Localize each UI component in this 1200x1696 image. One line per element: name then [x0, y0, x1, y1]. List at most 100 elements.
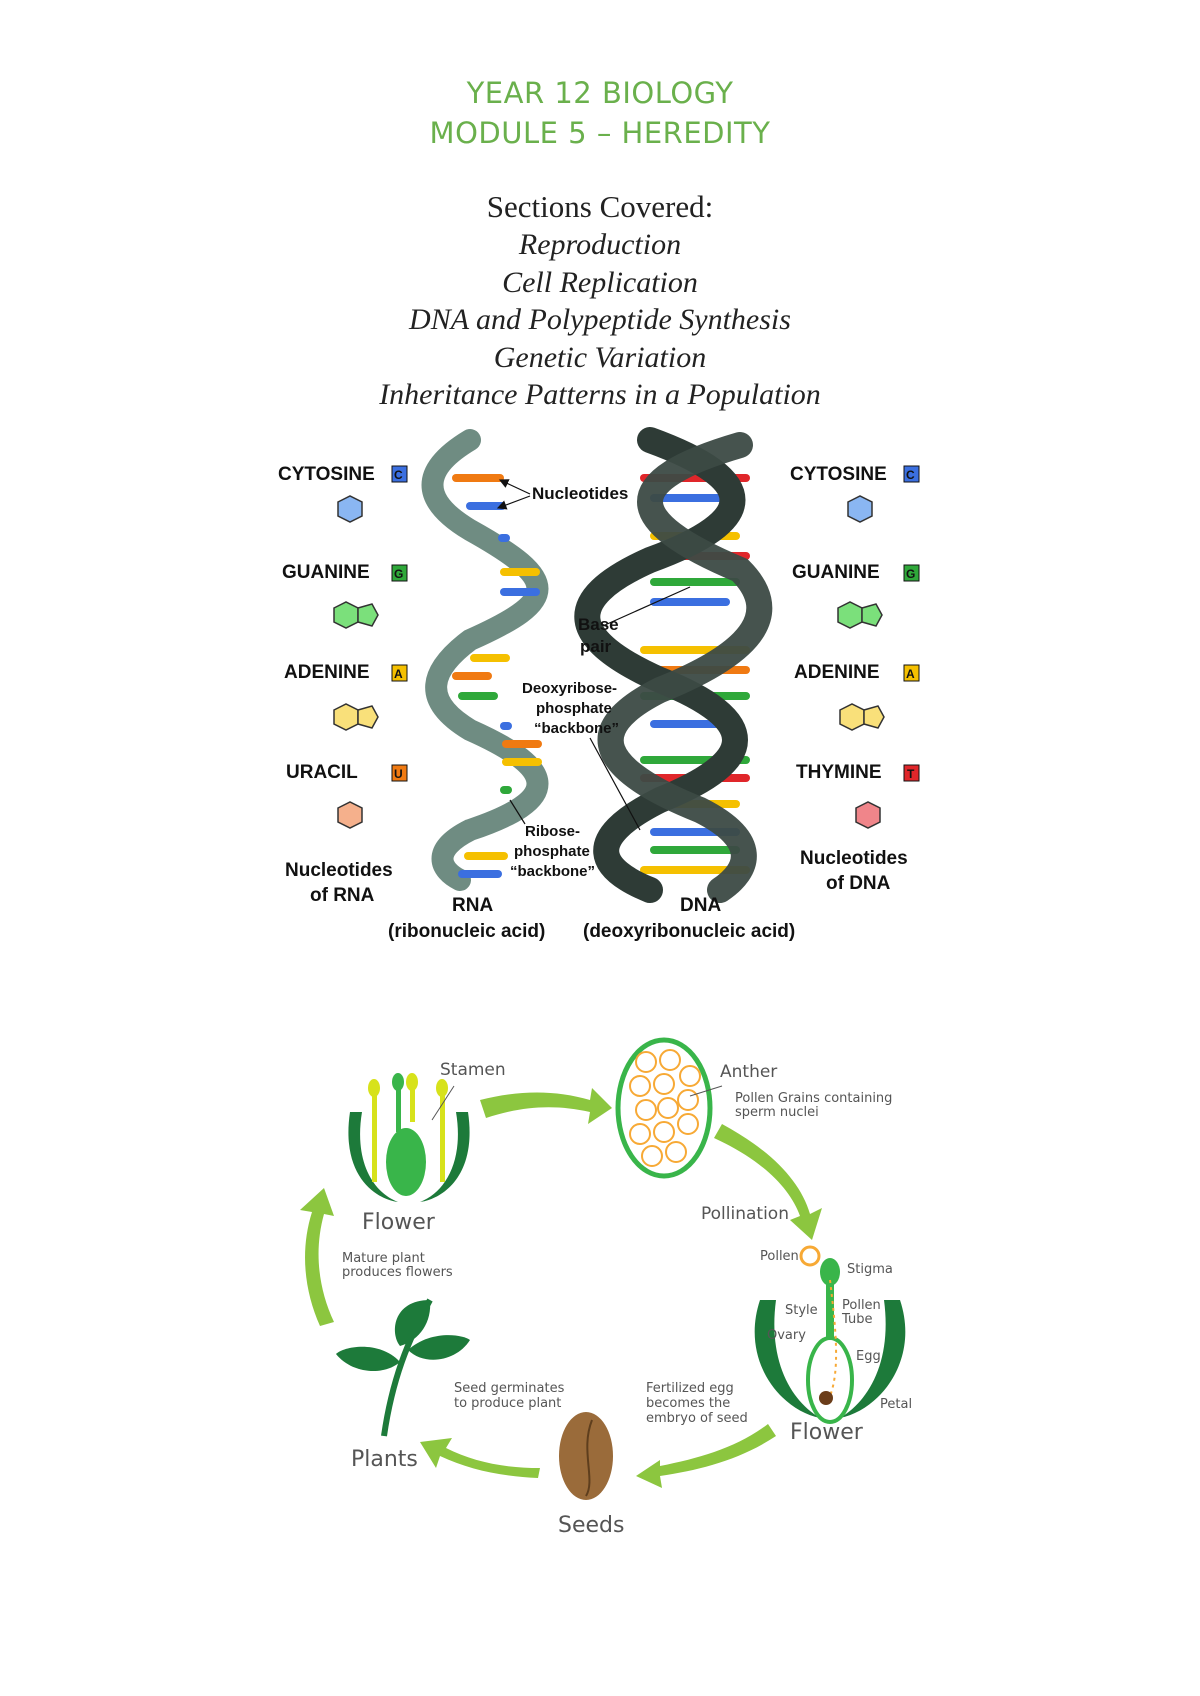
- rna-nucleotide-bar: [452, 474, 504, 482]
- pollen-grains-label: Pollen Grains containing: [735, 1091, 892, 1106]
- stigma-label: Stigma: [847, 1262, 893, 1277]
- rna-nucleotide-bar: [458, 870, 502, 878]
- rna-nucleotide-bar: [500, 786, 512, 794]
- flower-label: Flower: [790, 1420, 864, 1445]
- seeds-label: Seeds: [558, 1513, 624, 1538]
- rna-label: RNA: [452, 895, 493, 916]
- deoxyribose-callout: Deoxyribose-: [522, 680, 617, 697]
- dna-base-pair-bar: [650, 846, 740, 854]
- base-letter: A: [394, 667, 403, 681]
- dna-rna-figure: CYTOSINE C GUANINE G ADENINE A URACIL U …: [278, 427, 920, 942]
- nucleotides-dna-label: Nucleotides: [800, 848, 908, 869]
- base-letter: G: [906, 567, 915, 581]
- rna-full-label: (ribonucleic acid): [388, 921, 545, 942]
- base-pair-callout: pair: [580, 637, 612, 656]
- base-letter: T: [907, 767, 915, 781]
- egg-label: Egg: [856, 1349, 881, 1364]
- plant-life-cycle: Flower Stamen Anther Pollen Grains conta…: [300, 1037, 912, 1538]
- flower-label: Flower: [362, 1210, 436, 1235]
- pollen-grain: [665, 1141, 687, 1163]
- arrow-pollination: [714, 1124, 822, 1240]
- base-name: GUANINE: [282, 562, 370, 583]
- rna-nucleotide-bar: [502, 758, 542, 766]
- adenine-molecule-icon: [839, 703, 885, 731]
- cytosine-molecule-icon: [847, 495, 873, 523]
- dna-helix: [574, 427, 773, 903]
- rna-nucleotide-bar: [500, 588, 540, 596]
- rna-nucleotide-bar: [466, 502, 506, 510]
- base-name: URACIL: [286, 762, 358, 783]
- pollen-grain: [677, 1089, 699, 1111]
- pollen-grain: [653, 1121, 675, 1143]
- plant-illustration: [336, 1298, 470, 1437]
- seed-illustration: [559, 1412, 613, 1500]
- base-name: ADENINE: [794, 662, 880, 683]
- fertilized-egg-label: becomes the: [646, 1396, 730, 1411]
- flower-illustration: [348, 1073, 470, 1202]
- rna-nucleotide-bar: [464, 852, 508, 860]
- callouts: Nucleotides Base pair Deoxyribose- phosp…: [496, 479, 691, 880]
- pollen-grain: [653, 1073, 675, 1095]
- base-letter: U: [394, 767, 403, 781]
- arrow-flower-to-anther: [480, 1088, 612, 1124]
- section-item: Inheritance Patterns in a Population: [379, 378, 821, 411]
- section-item: Reproduction: [518, 228, 682, 261]
- pollen-grain: [641, 1145, 663, 1167]
- guanine-molecule-icon: [333, 601, 379, 629]
- guanine-molecule-icon: [837, 601, 883, 629]
- fertilized-egg-label: embryo of seed: [646, 1411, 748, 1426]
- ribose-callout: Ribose-: [525, 823, 580, 840]
- dna-base-pair-bar: [650, 578, 740, 586]
- rna-nucleotide-bar: [500, 568, 540, 576]
- base-name: CYTOSINE: [278, 464, 375, 485]
- pollinated-flower-illustration: [754, 1245, 906, 1424]
- pollen-grain: [635, 1099, 657, 1121]
- pollen-grains-label: sperm nuclei: [735, 1105, 819, 1120]
- base-letter: C: [394, 468, 403, 482]
- base-name: CYTOSINE: [790, 464, 887, 485]
- base-name: GUANINE: [792, 562, 880, 583]
- germinates-label: to produce plant: [454, 1396, 561, 1411]
- pollen-grain: [679, 1065, 701, 1087]
- deoxyribose-callout: phosphate: [536, 700, 612, 717]
- dna-label: DNA: [680, 895, 721, 916]
- deoxyribose-callout: “backbone”: [534, 720, 619, 737]
- germinates-label: Seed germinates: [454, 1381, 565, 1396]
- base-name: ADENINE: [284, 662, 370, 683]
- mature-plant-label: Mature plant: [342, 1251, 425, 1266]
- section-item: Genetic Variation: [493, 340, 707, 374]
- cycle-arrows: [300, 1088, 822, 1488]
- nucleotides-dna-label: of DNA: [826, 873, 891, 894]
- ribose-callout: phosphate: [514, 843, 590, 860]
- stamen-label: Stamen: [440, 1060, 506, 1080]
- section-item: Cell Replication: [502, 265, 698, 299]
- dna-full-label: (deoxyribonucleic acid): [583, 921, 795, 942]
- arrow-plants-to-flower: [300, 1188, 334, 1326]
- pollen-grain: [635, 1051, 657, 1073]
- pollen-grain: [629, 1123, 651, 1145]
- dna-nucleotide-column: CYTOSINE C GUANINE G ADENINE A THYMINE T…: [790, 464, 920, 894]
- thymine-molecule-icon: [855, 801, 881, 829]
- sections-heading: Sections Covered:: [486, 189, 714, 224]
- pollen-tube-label: Tube: [841, 1312, 872, 1327]
- mature-plant-label: produces flowers: [342, 1265, 453, 1280]
- nucleotides-rna-label: of RNA: [310, 885, 375, 906]
- base-pair-callout: Base: [578, 615, 619, 634]
- rna-nucleotide-bar: [498, 534, 510, 542]
- adenine-molecule-icon: [333, 703, 379, 731]
- plants-label: Plants: [351, 1447, 418, 1472]
- ovary-label: Ovary: [767, 1328, 806, 1343]
- ribose-callout: “backbone”: [510, 863, 595, 880]
- anther-illustration: [615, 1037, 723, 1179]
- rna-nucleotide-column: CYTOSINE C GUANINE G ADENINE A URACIL U …: [278, 464, 408, 906]
- pollination-label: Pollination: [701, 1204, 789, 1224]
- pollen-grain: [659, 1049, 681, 1071]
- rna-helix: [421, 429, 549, 891]
- rna-nucleotide-bar: [502, 740, 542, 748]
- pollen-tube-label: Pollen: [842, 1298, 881, 1313]
- pollen-grain: [657, 1097, 679, 1119]
- fertilized-egg-label: Fertilized egg: [646, 1381, 734, 1396]
- dna-base-pair-bar: [650, 494, 730, 502]
- base-letter: A: [906, 667, 915, 681]
- base-name: THYMINE: [796, 762, 882, 783]
